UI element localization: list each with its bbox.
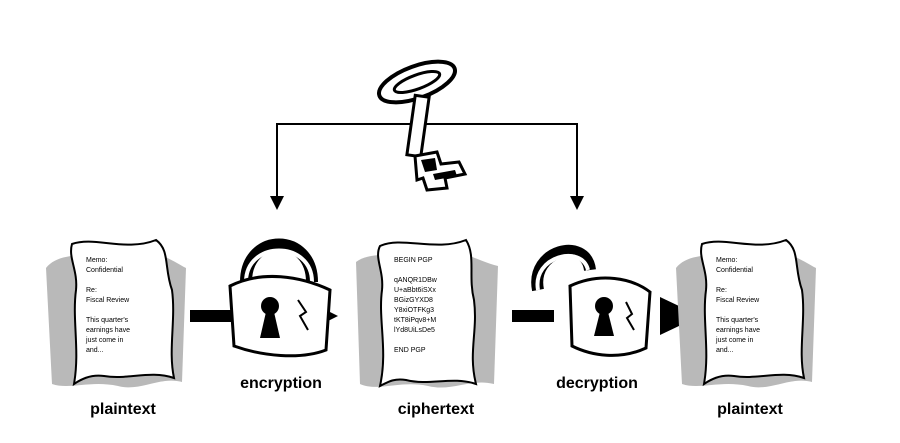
plaintext-left-line: Re:	[86, 287, 97, 294]
plaintext-right-line: Re:	[716, 287, 727, 294]
key-icon	[377, 59, 468, 192]
ciphertext-line: lYd8UiLsDe5	[394, 327, 435, 334]
svg-text:Memo:Confidential Re:Fiscal Re: Memo: Confidential Re: Fiscal Review This …	[715, 257, 760, 354]
plaintext-left-line: and...	[86, 347, 104, 354]
plaintext-left-line: Fiscal Review	[86, 297, 130, 304]
plaintext-left-line: Confidential	[86, 267, 123, 274]
plaintext-right-line: Fiscal Review	[716, 297, 760, 304]
arrow-shaft-2	[512, 310, 554, 322]
plaintext-right-line	[716, 277, 718, 284]
plaintext-right-line: just come in	[715, 337, 753, 344]
ciphertext-line: BEGIN PGP	[394, 257, 433, 264]
plaintext-right-line: Memo:	[716, 257, 737, 264]
decryption-label: decryption	[556, 375, 638, 392]
closed-lock-icon	[228, 238, 332, 358]
arrow-shaft-1	[190, 310, 232, 322]
ciphertext-label: ciphertext	[398, 401, 475, 418]
plaintext-right-line: Confidential	[716, 267, 753, 274]
plaintext-left-label: plaintext	[90, 401, 156, 418]
plaintext-right-label: plaintext	[717, 401, 783, 418]
ciphertext-line: U+aBbt6iSXx	[394, 287, 436, 294]
ciphertext-line: qANQR1DBw	[394, 277, 438, 284]
plaintext-left-line: This quarter's	[86, 317, 129, 324]
plaintext-left-line: just come in	[85, 337, 123, 344]
plaintext-left-line: earnings have	[86, 327, 130, 334]
plaintext-right-line: This quarter's	[716, 317, 759, 324]
svg-text:Memo:Confidential Re:Fiscal Re: Memo: Confidential Re: Fiscal Review This …	[85, 257, 130, 354]
arrow-down-right	[570, 196, 584, 210]
ciphertext-line: Y8xiOTFKg3	[394, 307, 434, 314]
ciphertext-line: tKT8iPqv8+M	[394, 317, 436, 324]
ciphertext-line	[394, 337, 396, 344]
plaintext-right-line: and...	[716, 347, 734, 354]
ciphertext-line: END PGP	[394, 347, 426, 354]
plaintext-right-line: earnings have	[716, 327, 760, 334]
arrow-down-left	[270, 196, 284, 210]
plaintext-document-left: Memo: Confidential Re: Fiscal Review This …	[46, 238, 186, 388]
encryption-label: encryption	[240, 375, 322, 392]
plaintext-left-line	[86, 307, 88, 314]
ciphertext-line: BGizGYXD8	[394, 297, 433, 304]
open-lock-icon	[531, 244, 652, 357]
plaintext-left-line: Memo:	[86, 257, 107, 264]
ciphertext-line	[394, 267, 396, 274]
plaintext-right-line	[716, 307, 718, 314]
plaintext-document-right: Memo: Confidential Re: Fiscal Review This …	[676, 238, 816, 388]
plaintext-left-line	[86, 277, 88, 284]
key-bracket	[270, 123, 584, 210]
